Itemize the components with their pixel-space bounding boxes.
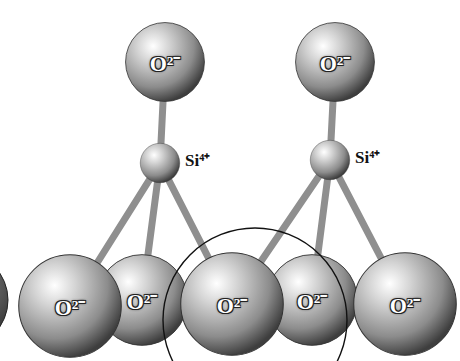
sphere <box>310 140 350 180</box>
ion-symbol: O²⁻ <box>390 289 421 319</box>
bond <box>98 180 150 262</box>
silicon-ion: Si⁴⁺ <box>140 143 180 183</box>
oxygen-ion: O²⁻ <box>180 252 284 356</box>
ion-symbol: O²⁻ <box>320 47 351 77</box>
oxygen-ion: O²⁻ <box>353 252 457 356</box>
oxygen-ion: O²⁻ <box>18 254 122 358</box>
bond <box>331 102 333 140</box>
silicon-ion: Si⁴⁺ <box>310 140 350 180</box>
ion-symbol: O²⁻ <box>217 289 248 319</box>
bond <box>148 183 157 255</box>
bond <box>161 102 163 143</box>
ion-label: Si⁴⁺ <box>185 148 210 171</box>
bond <box>261 177 318 261</box>
ion-symbol: O²⁻ <box>127 285 158 315</box>
highlight-circle <box>163 228 347 361</box>
partial-sphere <box>0 252 8 348</box>
ion-symbol: O²⁻ <box>297 285 328 315</box>
oxygen-ion: O²⁻ <box>125 22 205 102</box>
oxygen-ion: O²⁻ <box>295 22 375 102</box>
bond <box>339 178 381 258</box>
ion-symbol: O²⁻ <box>55 291 86 321</box>
ion-symbol: O²⁻ <box>150 47 181 77</box>
ion-label: Si⁴⁺ <box>355 145 380 168</box>
bond <box>169 181 208 258</box>
sphere <box>140 143 180 183</box>
bond <box>318 180 328 255</box>
